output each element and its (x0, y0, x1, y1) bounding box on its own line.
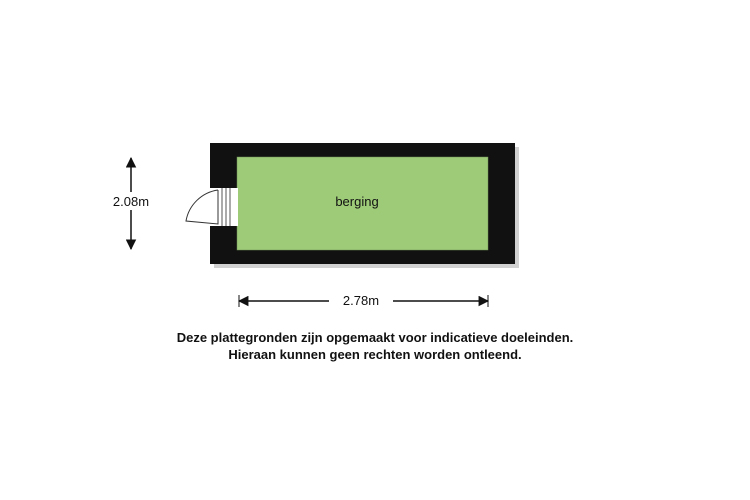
height-dimension-label: 2.08m (113, 194, 149, 209)
height-label-bg (101, 192, 163, 210)
width-label-bg (329, 292, 393, 310)
room-floor (236, 156, 489, 251)
width-dimension-label: 2.78m (343, 293, 379, 308)
disclaimer-line-1: Deze plattegronden zijn opgemaakt voor i… (176, 330, 574, 345)
disclaimer-line-2: Hieraan kunnen geen rechten worden ontle… (228, 347, 522, 362)
room-label: berging (335, 194, 378, 209)
door-swing-icon (185, 189, 219, 225)
